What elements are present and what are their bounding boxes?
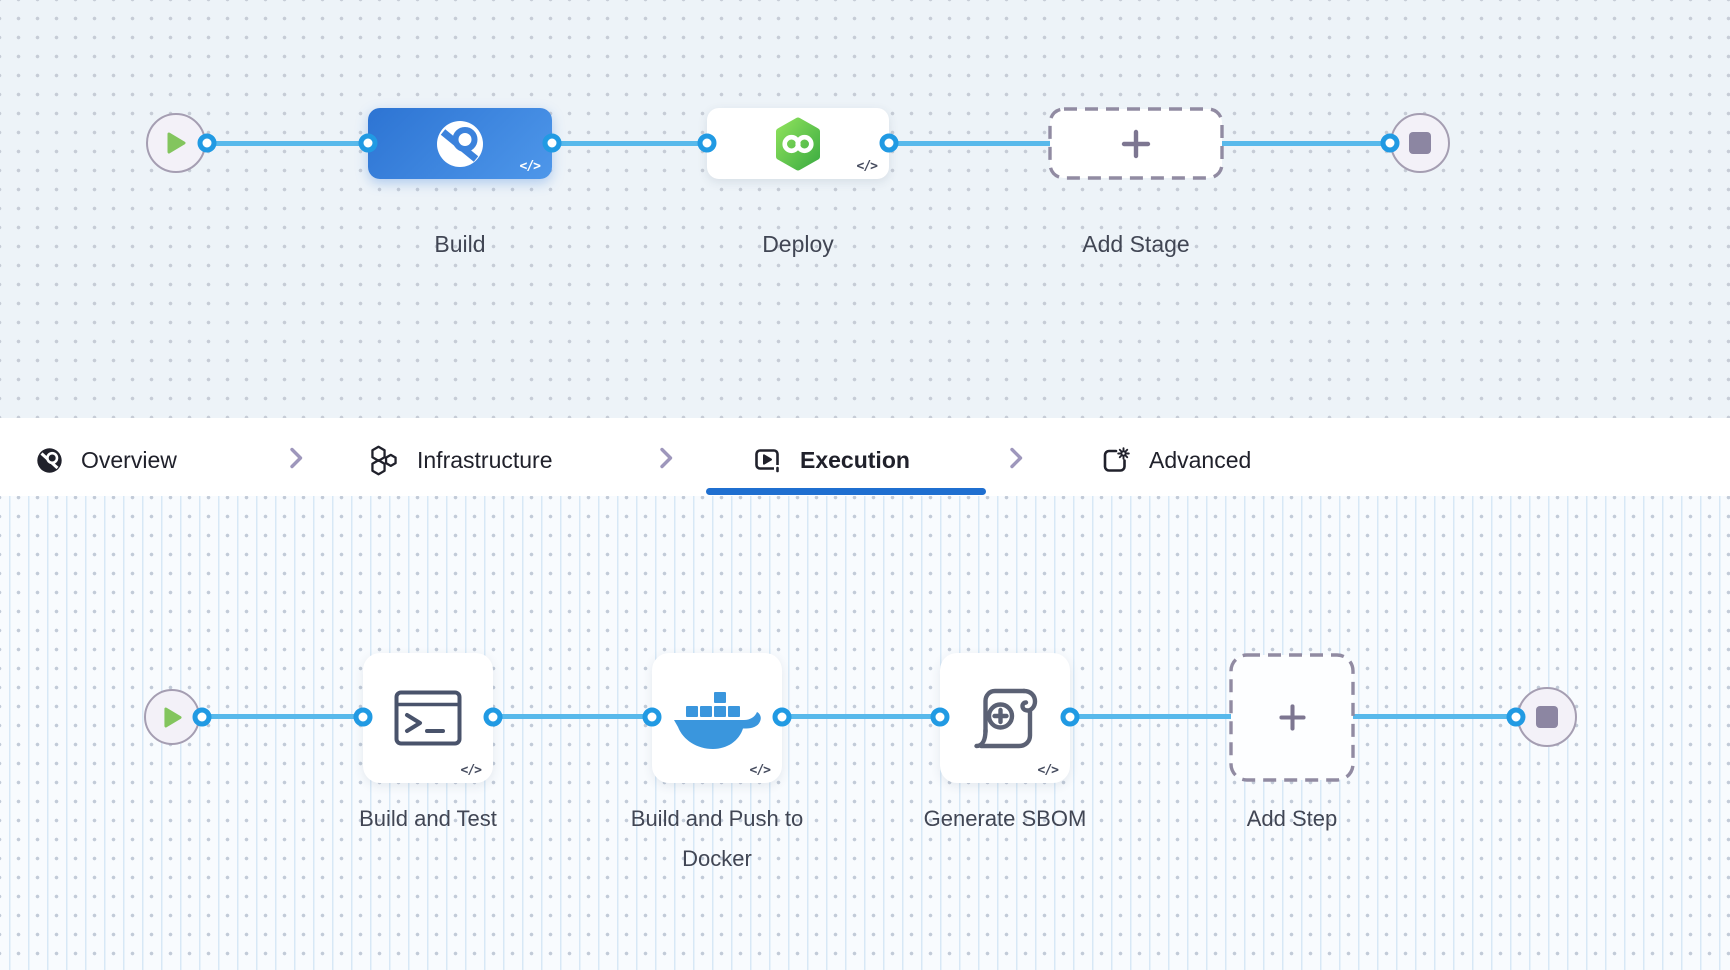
stage-label-build: Build (434, 231, 486, 257)
step-node-generate-sbom[interactable]: </> (940, 653, 1070, 783)
code-badge: </> (749, 763, 772, 778)
port[interactable] (879, 133, 899, 153)
port[interactable] (930, 707, 950, 727)
port[interactable] (697, 133, 717, 153)
code-badge: </> (1037, 763, 1060, 778)
port[interactable] (1506, 707, 1526, 727)
port[interactable] (1060, 707, 1080, 727)
tab-label: Overview (81, 446, 177, 473)
tab-infrastructure[interactable]: Infrastructure (368, 424, 553, 496)
tab-label: Execution (800, 446, 910, 473)
chevron-right-icon (1010, 447, 1023, 469)
stage-node-deploy[interactable]: </> (707, 108, 889, 179)
scroll-plus-icon (974, 688, 1038, 749)
step-label-add-step: Add Step (1246, 806, 1338, 831)
port[interactable] (197, 133, 217, 153)
stage-config-tab-bar: Overview Infrastructure Execution (0, 418, 1730, 496)
stage-label-deploy: Deploy (762, 231, 834, 257)
tab-label: Advanced (1149, 446, 1252, 473)
plus-icon (1278, 704, 1306, 731)
port[interactable] (542, 133, 562, 153)
port[interactable] (642, 707, 662, 727)
tab-overview[interactable]: Overview (36, 424, 177, 496)
stage-label-add-stage: Add Stage (1082, 231, 1190, 257)
tab-advanced[interactable]: Advanced (1100, 424, 1251, 496)
port[interactable] (192, 707, 212, 727)
execution-end-node (1517, 687, 1577, 747)
terminal-icon (394, 690, 462, 746)
stop-icon (1409, 132, 1431, 154)
code-badge: </> (519, 159, 542, 174)
infrastructure-icon (371, 445, 397, 475)
chevron-right-icon (290, 447, 303, 469)
active-tab-underline (706, 488, 986, 495)
docker-icon (674, 692, 761, 749)
step-connector-line (200, 714, 1517, 719)
harness-cd-icon (776, 117, 820, 170)
step-label-generate-sbom: Generate SBOM (923, 806, 1087, 831)
port[interactable] (1380, 133, 1400, 153)
add-stage-button[interactable] (1048, 107, 1224, 180)
execution-start-node (144, 689, 200, 745)
step-node-build-and-push-to-docker[interactable]: </> (652, 653, 782, 783)
execution-icon (755, 449, 779, 473)
overview-icon (37, 447, 62, 473)
code-badge: </> (856, 159, 879, 174)
stop-icon (1536, 706, 1558, 728)
harness-ci-icon (437, 120, 483, 167)
plus-icon (1121, 129, 1151, 158)
chevron-right-icon (660, 447, 673, 469)
port[interactable] (483, 707, 503, 727)
pipeline-start-node (146, 113, 206, 173)
step-label-build-and-test: Build and Test (359, 806, 497, 831)
play-icon (163, 707, 182, 727)
execution-steps-canvas[interactable]: </> Build and Test </> Build and Push to… (0, 496, 1730, 970)
port[interactable] (353, 707, 373, 727)
stage-node-build[interactable]: </> (368, 108, 552, 179)
tab-execution[interactable]: Execution (752, 424, 910, 496)
advanced-icon (1103, 446, 1130, 472)
step-node-build-and-test[interactable]: </> (363, 653, 493, 783)
play-icon (167, 132, 186, 154)
pipeline-end-node (1390, 113, 1450, 173)
port[interactable] (358, 133, 378, 153)
tab-label: Infrastructure (417, 446, 553, 473)
step-label-build-and-push-to-docker: Build and Push to Docker (630, 806, 804, 871)
code-badge: </> (460, 763, 483, 778)
add-step-button[interactable] (1229, 653, 1355, 782)
port[interactable] (772, 707, 792, 727)
stage-pipeline-canvas[interactable]: </> Build </> Deploy Add Stage (0, 0, 1730, 418)
